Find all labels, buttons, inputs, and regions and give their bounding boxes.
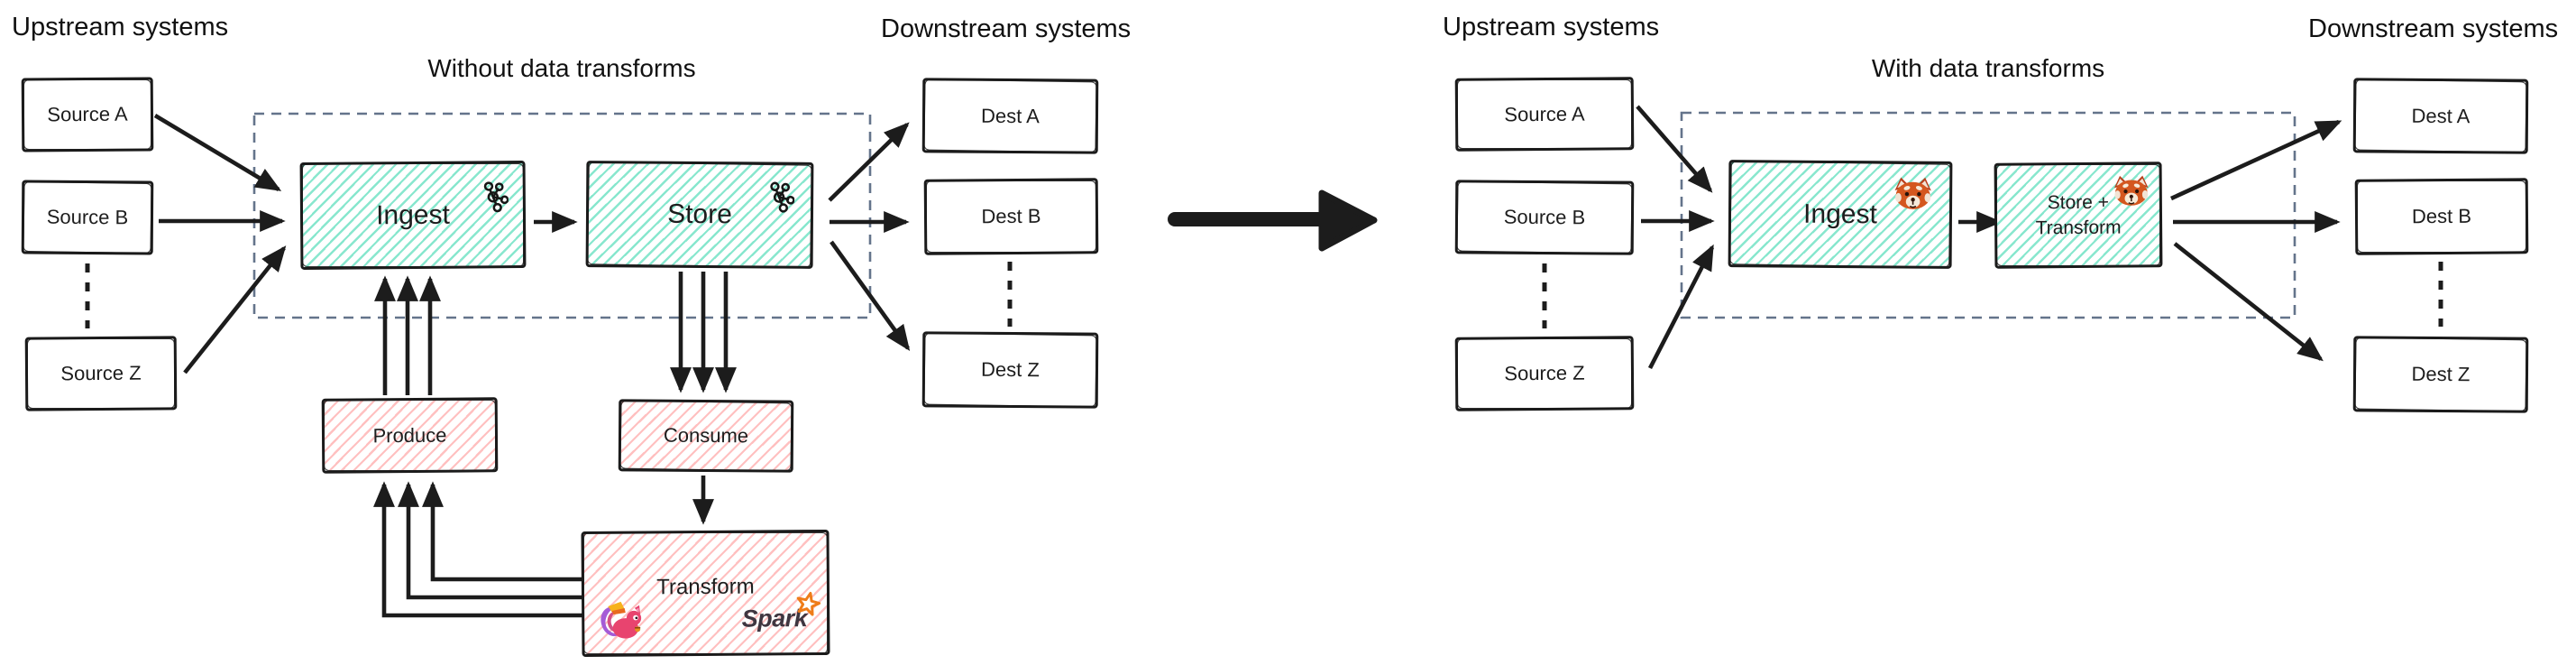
arrow-right-store-to-dest-a xyxy=(2170,119,2342,201)
transform-box: Transform Spark xyxy=(581,529,830,658)
transform-label: Transform xyxy=(656,574,755,599)
right-ingest-box: Ingest xyxy=(1728,160,1953,269)
right-store-transform-box: Store + Transform xyxy=(1994,162,2163,269)
left-dest-a-box: Dest A xyxy=(921,78,1099,154)
right-dest-z-box: Dest Z xyxy=(2352,336,2529,413)
flink-squirrel-icon xyxy=(597,600,645,647)
right-source-a-label: Source A xyxy=(1504,102,1585,125)
left-source-z-box: Source Z xyxy=(24,336,178,411)
arrow-right-store-to-dest-z xyxy=(2173,242,2324,362)
right-dest-b-label: Dest B xyxy=(2411,204,2472,228)
redpanda-icon xyxy=(1894,177,1931,209)
arrow-left-source-z-to-ingest xyxy=(183,245,287,374)
left-upstream-label: Upstream systems xyxy=(12,13,229,42)
right-store-transform-label: Store + Transform xyxy=(2035,190,2122,240)
right-dest-a-box: Dest A xyxy=(2352,78,2529,154)
right-source-b-label: Source B xyxy=(1503,205,1586,229)
left-source-a-label: Source A xyxy=(47,102,128,126)
left-dest-a-label: Dest A xyxy=(981,104,1040,127)
left-downstream-label: Downstream systems xyxy=(881,14,1132,43)
right-downstream-label: Downstream systems xyxy=(2308,14,2559,43)
kafka-icon xyxy=(483,181,509,213)
left-source-b-box: Source B xyxy=(21,180,154,255)
arrow-transform-to-produce-1 xyxy=(422,481,583,582)
right-upstream-label: Upstream systems xyxy=(1443,13,1660,42)
left-source-z-label: Source Z xyxy=(60,361,142,385)
big-transition-arrow xyxy=(1168,189,1378,252)
right-source-a-box: Source A xyxy=(1454,77,1635,152)
left-ingest-box: Ingest xyxy=(299,161,527,270)
left-store-label: Store xyxy=(667,199,732,230)
arrow-transform-to-produce-3 xyxy=(373,481,583,618)
right-dest-z-label: Dest Z xyxy=(2411,362,2471,386)
produce-label: Produce xyxy=(372,423,447,447)
left-dest-z-box: Dest Z xyxy=(921,331,1099,409)
left-ingest-label: Ingest xyxy=(375,199,450,230)
left-title: Without data transforms xyxy=(427,54,696,82)
left-store-box: Store xyxy=(585,161,814,269)
right-store-transform-line2: Transform xyxy=(2035,217,2122,238)
arrow-left-store-to-dest-z xyxy=(830,240,911,351)
arrow-right-source-a-to-ingest xyxy=(1636,105,1713,193)
arrow-left-source-a-to-ingest xyxy=(153,114,282,191)
left-dest-b-box: Dest B xyxy=(923,178,1099,255)
consume-box: Consume xyxy=(618,399,794,473)
left-source-b-label: Source B xyxy=(46,205,129,229)
right-ingest-label: Ingest xyxy=(1803,199,1877,229)
arrow-left-store-to-dest-a xyxy=(828,122,910,202)
spark-star-icon xyxy=(796,591,821,616)
right-source-z-box: Source Z xyxy=(1454,336,1635,411)
right-source-z-label: Source Z xyxy=(1504,361,1585,385)
left-dest-z-label: Dest Z xyxy=(981,357,1040,382)
right-store-transform-line1: Store + xyxy=(2047,191,2110,214)
left-source-a-box: Source A xyxy=(21,77,154,152)
right-dest-a-label: Dest A xyxy=(2411,104,2471,127)
arrow-right-source-z-to-ingest xyxy=(1647,244,1715,370)
left-dest-b-label: Dest B xyxy=(981,204,1041,228)
produce-box: Produce xyxy=(321,397,499,474)
spark-logo: Spark xyxy=(742,591,821,633)
arrow-transform-to-produce-2 xyxy=(398,481,583,600)
right-source-b-box: Source B xyxy=(1454,180,1635,255)
consume-label: Consume xyxy=(663,423,749,448)
right-dest-b-box: Dest B xyxy=(2354,178,2529,255)
right-title: With data transforms xyxy=(1871,54,2105,82)
kafka-icon xyxy=(770,181,795,213)
